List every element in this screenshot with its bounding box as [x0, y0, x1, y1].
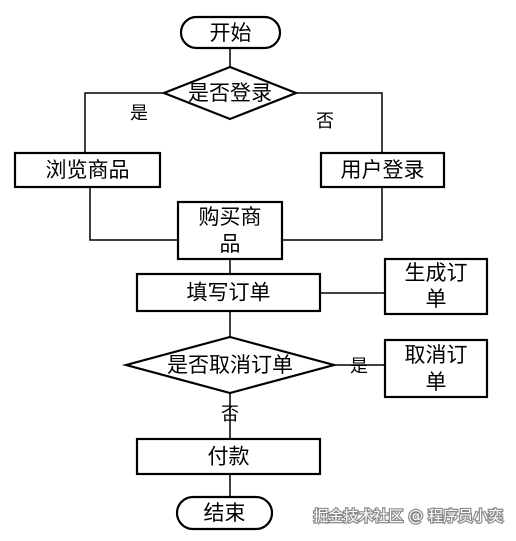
pay-label: 付款 [208, 445, 250, 469]
start-terminal [179, 15, 282, 50]
user-login-box [319, 151, 446, 189]
buy-products-box [176, 200, 284, 261]
connectors [84, 48, 385, 497]
browse-products-label: 浏览商品 [46, 158, 130, 182]
buy-products-label-line2: 品 [220, 232, 241, 256]
buy-products-label-line1: 购买商 [199, 205, 262, 229]
end-label: 结束 [204, 501, 246, 525]
watermark: 掘金技术社区 @ 程序员小奕 [313, 507, 503, 525]
login-no-label: 否 [316, 111, 334, 132]
browse-products-box [13, 151, 162, 189]
cancel-decision-label: 是否取消订单 [167, 353, 293, 377]
start-label: 开始 [210, 21, 252, 45]
pay-box [135, 437, 322, 476]
login-yes-label: 是 [130, 103, 148, 124]
create-order-label-line2: 单 [426, 287, 447, 311]
user-login-label: 用户登录 [341, 158, 425, 182]
login-decision [160, 65, 300, 121]
cancel-yes-label: 是 [350, 356, 368, 377]
cancel-order-label-line1: 取消订 [405, 343, 468, 367]
create-order-label-line1: 生成订 [405, 261, 468, 285]
cancel-decision [121, 335, 339, 395]
cancel-order-label-line2: 单 [426, 370, 447, 394]
cancel-order-box [383, 338, 489, 399]
cancel-no-label: 否 [221, 404, 239, 425]
fill-order-label: 填写订单 [187, 281, 271, 305]
create-order-box [383, 257, 489, 316]
login-decision-label: 是否登录 [188, 81, 272, 105]
fill-order-box [135, 272, 322, 313]
end-terminal [175, 495, 274, 531]
